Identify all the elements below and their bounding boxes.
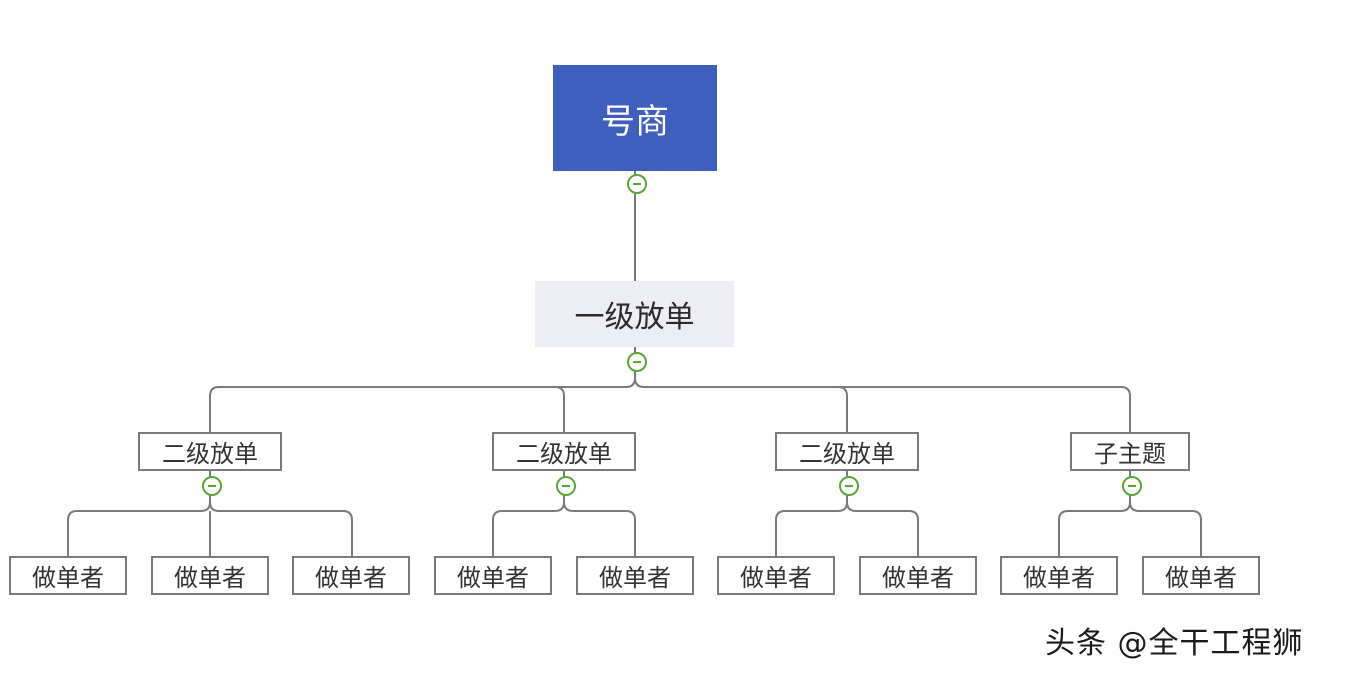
collapse-minus-icon[interactable]: [627, 352, 647, 372]
level3-topic-label: 做单者: [32, 564, 104, 592]
connector-level1-drop: [634, 377, 645, 388]
collapse-minus-icon[interactable]: [202, 476, 222, 496]
level3-topic-node[interactable]: 做单者: [151, 556, 269, 595]
level3-topic-node[interactable]: 做单者: [292, 556, 410, 595]
level2-topic-node-1[interactable]: 二级放单: [138, 432, 282, 471]
connector-level1-bus-right: [644, 386, 1131, 432]
level3-topic-label: 做单者: [740, 564, 812, 592]
level2-topic-label: 二级放单: [516, 440, 612, 468]
level3-topic-node[interactable]: 做单者: [576, 556, 694, 595]
level3-topic-label: 做单者: [1165, 564, 1237, 592]
collapse-minus-icon[interactable]: [556, 476, 576, 496]
connector-l2c-right: [846, 501, 919, 556]
connector-l2d-right: [1129, 501, 1202, 556]
level3-topic-label: 做单者: [599, 564, 671, 592]
level1-topic-node[interactable]: 一级放单: [535, 281, 734, 347]
level2-topic-node-2[interactable]: 二级放单: [492, 432, 636, 471]
level2-topic-label: 二级放单: [799, 440, 895, 468]
level3-topic-label: 做单者: [174, 564, 246, 592]
connector-l2c-left: [775, 471, 848, 556]
level2-topic-label: 子主题: [1094, 440, 1166, 468]
connector-l2b-right: [563, 501, 636, 556]
level3-topic-node[interactable]: 做单者: [9, 556, 127, 595]
collapse-minus-icon[interactable]: [839, 476, 859, 496]
root-topic-label: 号商: [601, 101, 669, 142]
level3-topic-label: 做单者: [457, 564, 529, 592]
connector-l2d-left: [1058, 471, 1131, 556]
level2-topic-label: 二级放单: [162, 440, 258, 468]
level2-topic-node-4[interactable]: 子主题: [1070, 432, 1190, 471]
connector-l2b-left: [492, 471, 565, 556]
level3-topic-node[interactable]: 做单者: [1000, 556, 1118, 595]
connector-level1-to-l2b: [554, 386, 565, 432]
level3-topic-node[interactable]: 做单者: [717, 556, 835, 595]
connector-l2a-right: [209, 501, 353, 556]
connector-l2a-bus: [67, 471, 211, 556]
connector-level1-to-l2c: [837, 386, 848, 432]
level3-topic-node[interactable]: 做单者: [859, 556, 977, 595]
level3-topic-node[interactable]: 做单者: [1142, 556, 1260, 595]
level3-topic-label: 做单者: [1023, 564, 1095, 592]
watermark-text: 头条 @全干工程狮: [1045, 626, 1304, 661]
level1-topic-label: 一级放单: [574, 300, 695, 335]
collapse-minus-icon[interactable]: [627, 174, 647, 194]
level3-topic-node[interactable]: 做单者: [434, 556, 552, 595]
level3-topic-label: 做单者: [882, 564, 954, 592]
connector-level1-bus: [209, 347, 636, 432]
level2-topic-node-3[interactable]: 二级放单: [775, 432, 919, 471]
collapse-minus-icon[interactable]: [1122, 476, 1142, 496]
root-topic-node[interactable]: 号商: [553, 65, 717, 171]
level3-topic-label: 做单者: [315, 564, 387, 592]
